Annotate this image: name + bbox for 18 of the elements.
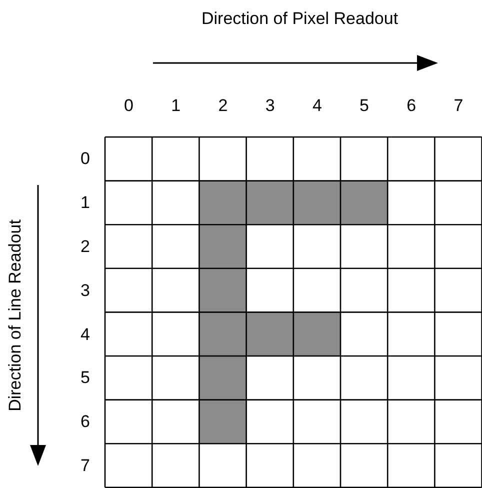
row-number: 3 xyxy=(80,282,90,299)
column-number: 7 xyxy=(454,96,464,114)
row-number: 5 xyxy=(80,369,90,386)
row-number: 7 xyxy=(80,457,90,474)
row-number: 0 xyxy=(80,150,90,168)
column-number: 4 xyxy=(312,96,322,114)
column-number: 5 xyxy=(360,96,370,114)
column-number: 0 xyxy=(124,96,134,114)
row-number: 2 xyxy=(80,238,90,255)
row-number: 1 xyxy=(80,194,90,212)
column-number: 6 xyxy=(406,96,416,114)
row-number: 4 xyxy=(80,326,90,343)
column-number: 2 xyxy=(218,96,228,114)
axis-title: Direction of Pixel Readout xyxy=(202,10,398,26)
row-number: 6 xyxy=(80,413,90,430)
column-number: 3 xyxy=(265,96,275,114)
column-number: 1 xyxy=(171,96,181,114)
axis-title: Direction of Line Readout xyxy=(6,219,24,411)
